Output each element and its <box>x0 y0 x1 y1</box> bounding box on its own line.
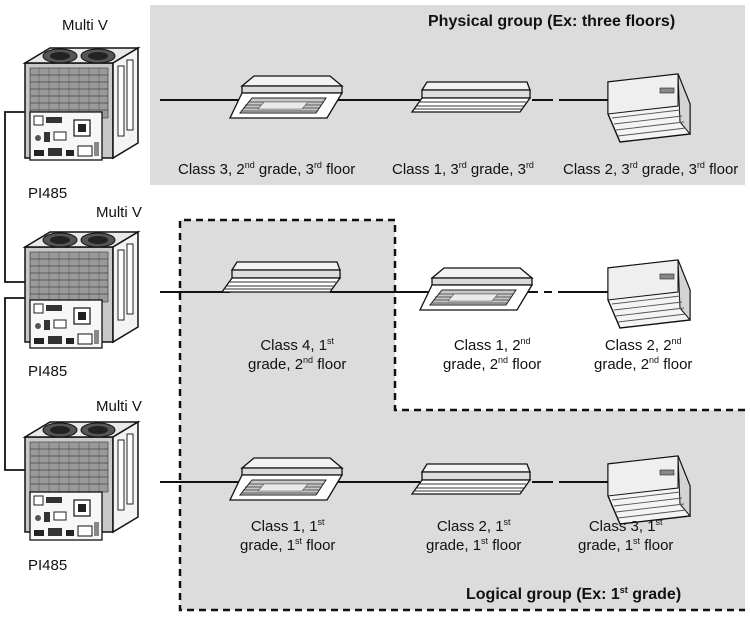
logical-group-area <box>180 220 745 610</box>
pi485-label: PI485 <box>28 557 68 574</box>
one-way-cassette-icon <box>411 463 531 495</box>
wall-mounted-unit-icon <box>607 455 691 525</box>
cassette-unit-icon <box>229 457 343 501</box>
one-way-cassette-icon <box>411 81 531 113</box>
pi485-board-icon <box>29 299 103 349</box>
indoor-unit-label: Class 3, 1st grade, 1st floor <box>578 517 674 555</box>
outdoor-unit-label: Multi V <box>96 204 142 221</box>
logical-group-boundary <box>178 218 745 612</box>
pi485-label: PI485 <box>28 363 68 380</box>
one-way-cassette-icon <box>221 261 341 293</box>
rs485-wiring <box>4 111 30 471</box>
indoor-unit-label: Class 2, 3rd grade, 3rd floor <box>563 160 739 179</box>
cassette-unit-icon <box>419 267 533 311</box>
cassette-unit-icon <box>229 75 343 119</box>
outdoor-unit-label: Multi V <box>96 398 142 415</box>
wall-mounted-unit-icon <box>607 73 691 143</box>
pi485-board-icon <box>29 111 103 161</box>
pi485-label: PI485 <box>28 185 68 202</box>
logical-group-title: Logical group (Ex: 1st grade) <box>466 585 682 604</box>
outdoor-unit-label: Multi V <box>62 17 108 34</box>
physical-group-title: Physical group (Ex: three floors) <box>428 13 676 30</box>
indoor-unit-label: Class 2, 1st grade, 1st floor <box>426 517 522 555</box>
indoor-unit-label: Class 1, 1st grade, 1st floor <box>240 517 336 555</box>
indoor-unit-label: Class 2, 2nd grade, 2nd floor <box>594 336 693 374</box>
indoor-unit-label: Class 4, 1st grade, 2nd floor <box>248 336 347 374</box>
pi485-board-icon <box>29 491 103 541</box>
indoor-unit-label: Class 1, 2nd grade, 2nd floor <box>443 336 542 374</box>
indoor-unit-label: Class 1, 3rd grade, 3rd <box>392 160 534 179</box>
wall-mounted-unit-icon <box>607 259 691 329</box>
indoor-unit-label: Class 3, 2nd grade, 3rd floor <box>178 160 356 179</box>
